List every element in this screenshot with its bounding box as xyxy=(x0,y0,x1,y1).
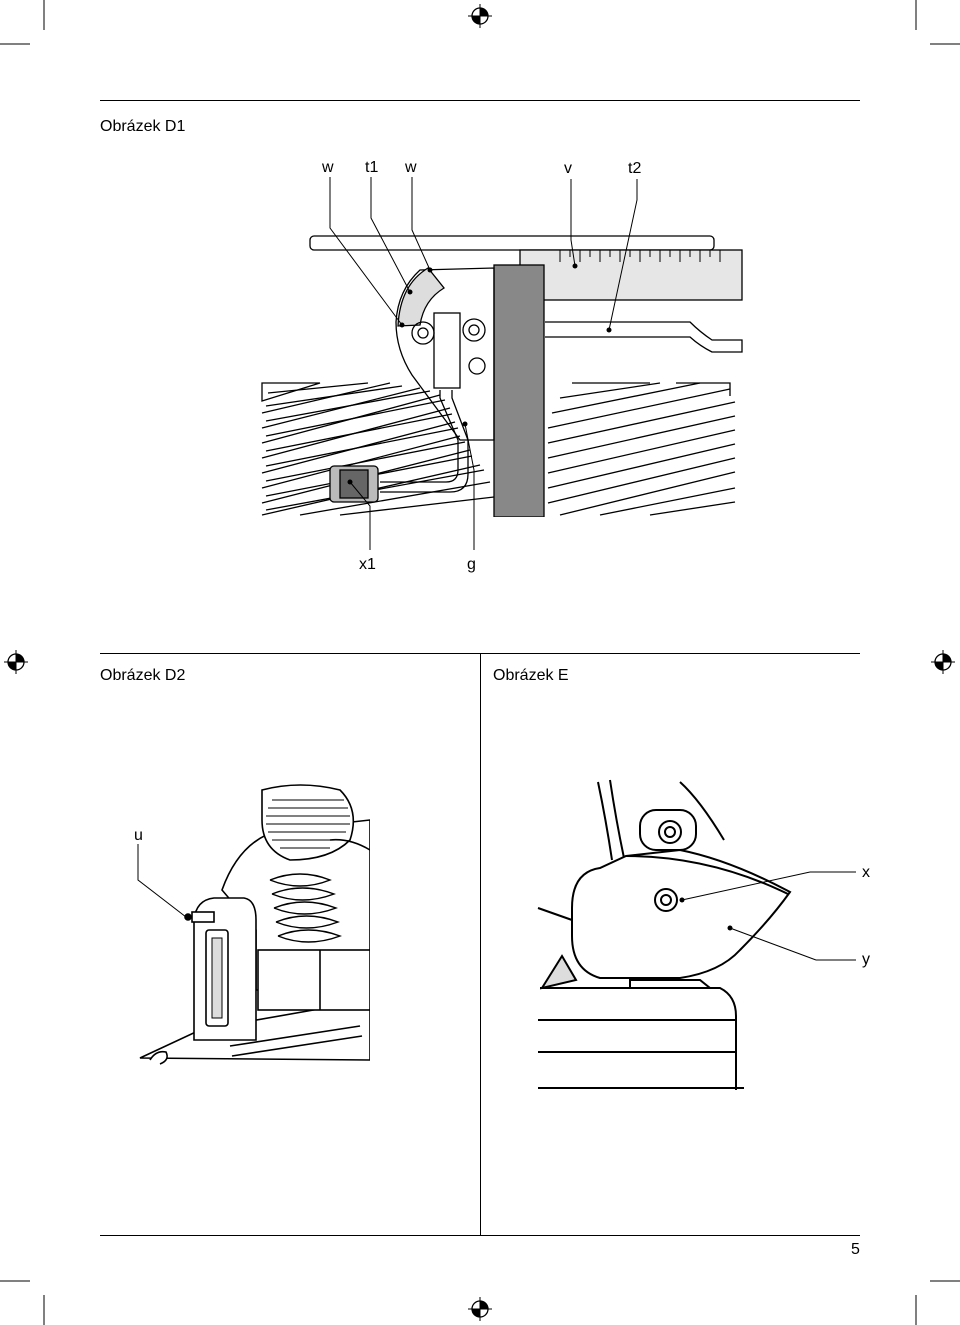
registration-mark-top xyxy=(468,4,492,28)
figure-e-title: Obrázek E xyxy=(493,667,569,684)
label-t2: t2 xyxy=(628,160,642,177)
label-g: g xyxy=(467,556,476,573)
label-x1: x1 xyxy=(359,556,376,573)
table-hatch-right xyxy=(547,382,736,516)
page-number: 5 xyxy=(851,1241,860,1258)
figure-d1-title: Obrázek D1 xyxy=(100,118,186,135)
label-y: y xyxy=(862,951,870,968)
column-divider xyxy=(480,653,481,1235)
top-rule xyxy=(100,100,860,101)
label-x: x xyxy=(862,864,870,881)
label-t1: t1 xyxy=(365,159,379,176)
registration-mark-right xyxy=(931,650,955,674)
registration-mark-bottom xyxy=(468,1297,492,1321)
figure-d2-illustration xyxy=(137,784,370,1065)
label-w-right: w xyxy=(405,159,417,176)
figure-d2-title: Obrázek D2 xyxy=(100,667,186,684)
figure-d1-illustration xyxy=(261,177,743,550)
label-w-left: w xyxy=(322,159,334,176)
figure-e-illustration xyxy=(537,779,856,1090)
label-v: v xyxy=(564,160,572,177)
registration-mark-left xyxy=(4,650,28,674)
bottom-rule xyxy=(100,1235,860,1236)
label-u: u xyxy=(134,827,143,844)
